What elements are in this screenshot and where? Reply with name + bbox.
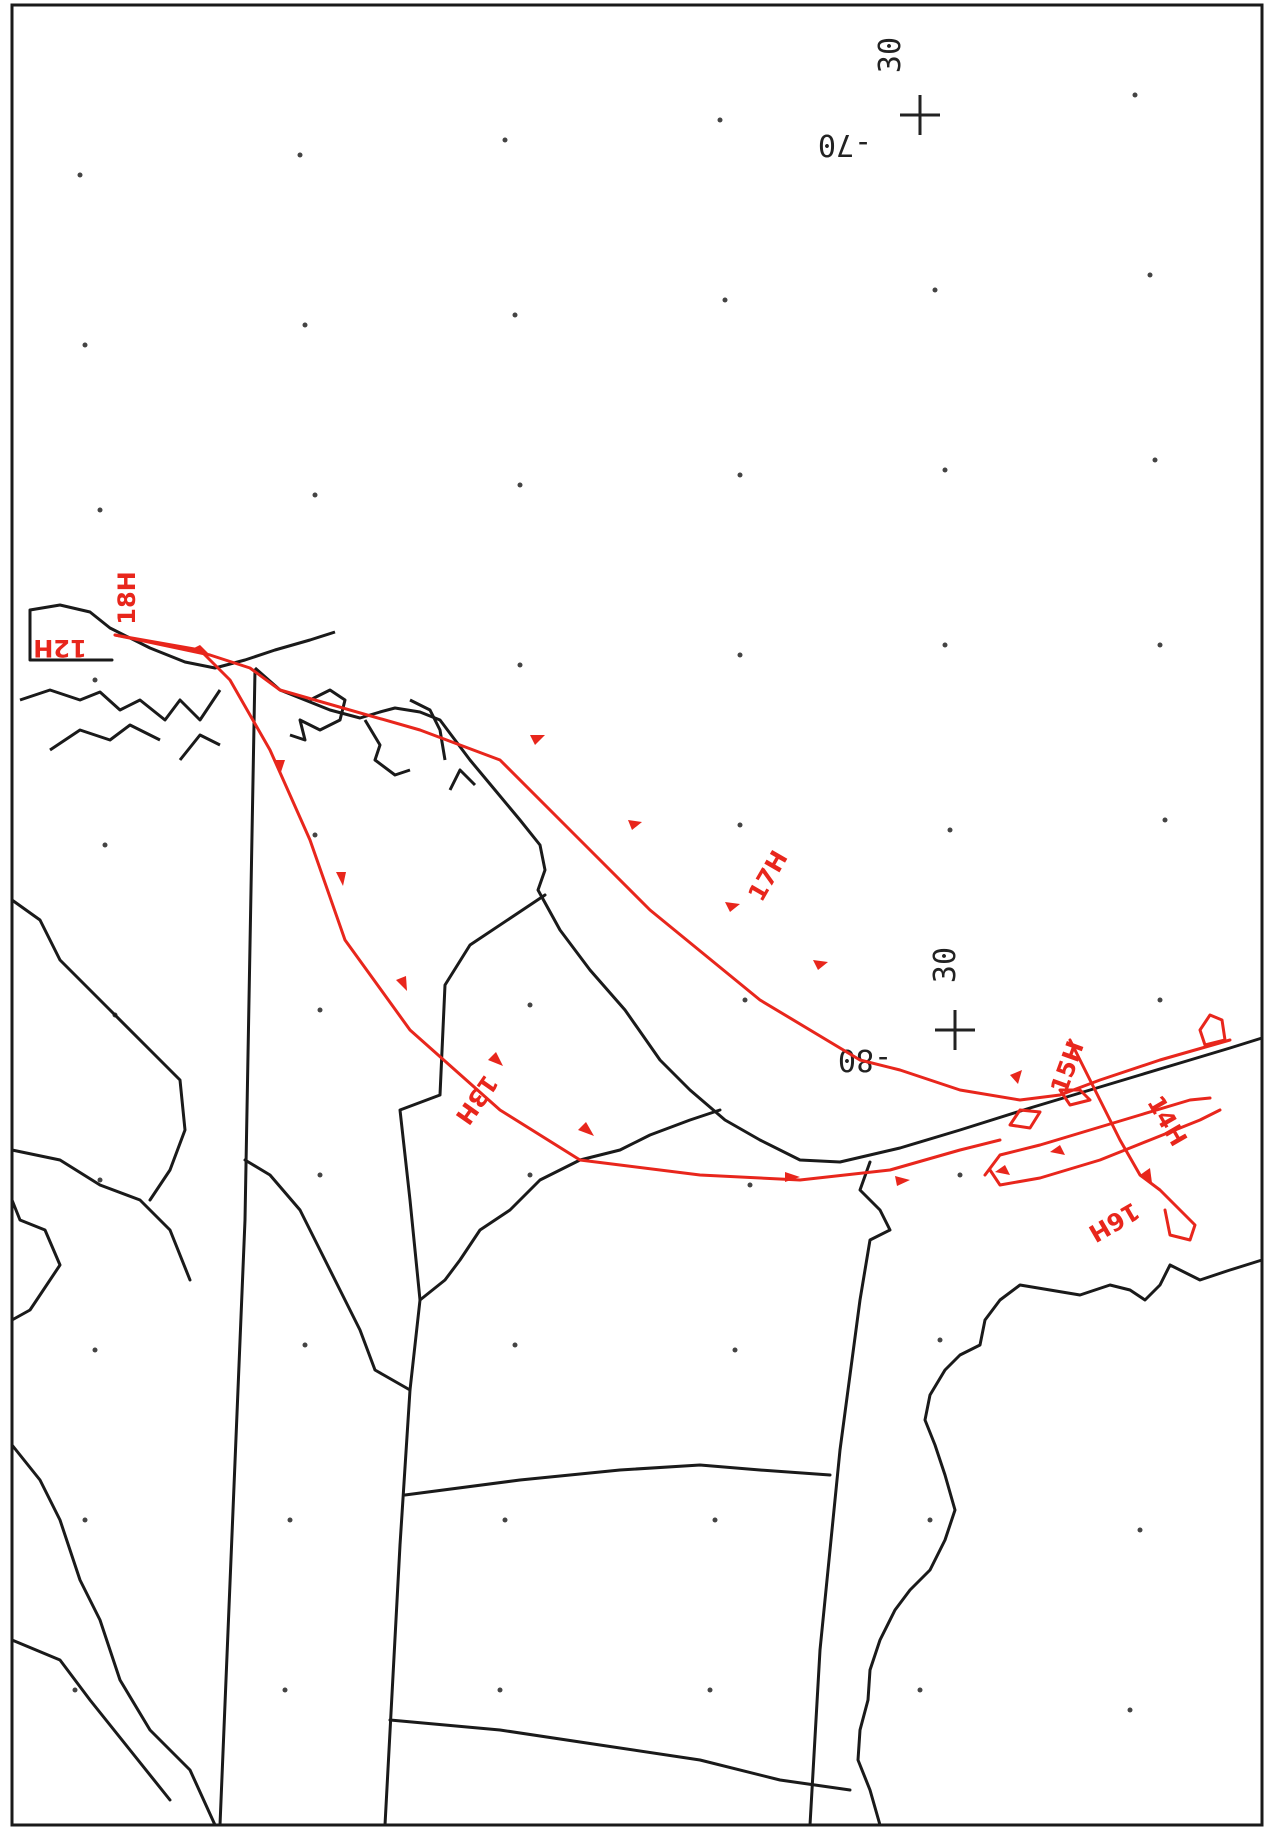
track-direction-arrows — [190, 645, 1152, 1186]
graticule-dot — [97, 507, 103, 513]
graticule-dot — [102, 842, 108, 848]
graticule-label-lat-30-mid: 30 — [928, 947, 963, 983]
coastline-south-east — [856, 1258, 1263, 1826]
graticule-dot — [917, 1687, 923, 1693]
graticule-dot — [937, 1337, 943, 1343]
graticule-dot — [932, 287, 938, 293]
graticule-dot — [707, 1687, 713, 1693]
coastline-bays — [19, 688, 477, 791]
graticule-dot — [942, 642, 948, 648]
graticule-dot — [722, 297, 728, 303]
graticule-dot — [317, 1007, 323, 1013]
graticule-dot — [517, 482, 523, 488]
graticule-dot — [717, 117, 723, 123]
track-time-label-17h: 17H — [743, 846, 794, 906]
graticule-dot — [97, 1177, 103, 1183]
graticule-dot — [737, 822, 743, 828]
graticule-dot — [502, 1517, 508, 1523]
graticule-dot — [77, 172, 83, 178]
graticule-dot — [1137, 1527, 1143, 1533]
graticule-dot — [1157, 642, 1163, 648]
graticule-dot — [942, 467, 948, 473]
graticule-dot — [287, 1517, 293, 1523]
map-frame — [10, 3, 1264, 1827]
graticule-dot — [737, 472, 743, 478]
graticule-dot — [302, 322, 308, 328]
graticule-dot — [1152, 457, 1158, 463]
graticule-label-lat-30-top: 30 — [873, 37, 908, 73]
graticule-dot — [302, 1342, 308, 1348]
track-time-label-14h: 14H — [1141, 1091, 1192, 1151]
graticule-dot — [282, 1687, 288, 1693]
track-time-label-13h: 13H — [450, 1070, 504, 1130]
graticule-dot — [742, 997, 748, 1003]
state-borders — [10, 608, 892, 1827]
graticule-dots — [72, 92, 1168, 1713]
graticule-dot — [317, 1172, 323, 1178]
graticule-dot — [527, 1002, 533, 1008]
track-time-label-18h: 18H — [113, 571, 141, 624]
graticule-dot — [92, 1347, 98, 1353]
graticule-dot — [1157, 997, 1163, 1003]
graticule-dot — [732, 1347, 738, 1353]
graticule-dot — [1147, 272, 1153, 278]
graticule-dot — [82, 342, 88, 348]
graticule-dot — [957, 1172, 963, 1178]
graticule-dot — [312, 492, 318, 498]
graticule-dot — [72, 1687, 78, 1693]
graticule-cross-mid — [935, 1010, 975, 1050]
graticule-dot — [1132, 92, 1138, 98]
flight-track — [113, 633, 1232, 1242]
graticule-dot — [947, 827, 953, 833]
graticule-dot — [497, 1687, 503, 1693]
graticule-dot — [517, 662, 523, 668]
graticule-dot — [512, 312, 518, 318]
coastline-north — [29, 603, 1263, 1164]
graticule-dot — [1162, 817, 1168, 823]
graticule-dot — [312, 832, 318, 838]
graticule-dot — [512, 1342, 518, 1348]
graticule-dot — [502, 137, 508, 143]
graticule-dot — [927, 1517, 933, 1523]
graticule-dot — [82, 1517, 88, 1523]
track-time-label-16h: 16H — [1084, 1196, 1144, 1247]
graticule-dot — [527, 1172, 533, 1178]
graticule-label-lon-80: -80 — [838, 1042, 892, 1077]
graticule-dot — [92, 677, 98, 683]
graticule-dot — [1127, 1707, 1133, 1713]
graticule-cross-top — [900, 95, 940, 135]
graticule-dot — [712, 1517, 718, 1523]
track-time-label-12h: 12H — [33, 634, 86, 662]
graticule-dot — [747, 1182, 753, 1188]
graticule-dot — [297, 152, 303, 158]
graticule-dot — [737, 652, 743, 658]
graticule-label-lon-70: -70 — [818, 127, 872, 162]
